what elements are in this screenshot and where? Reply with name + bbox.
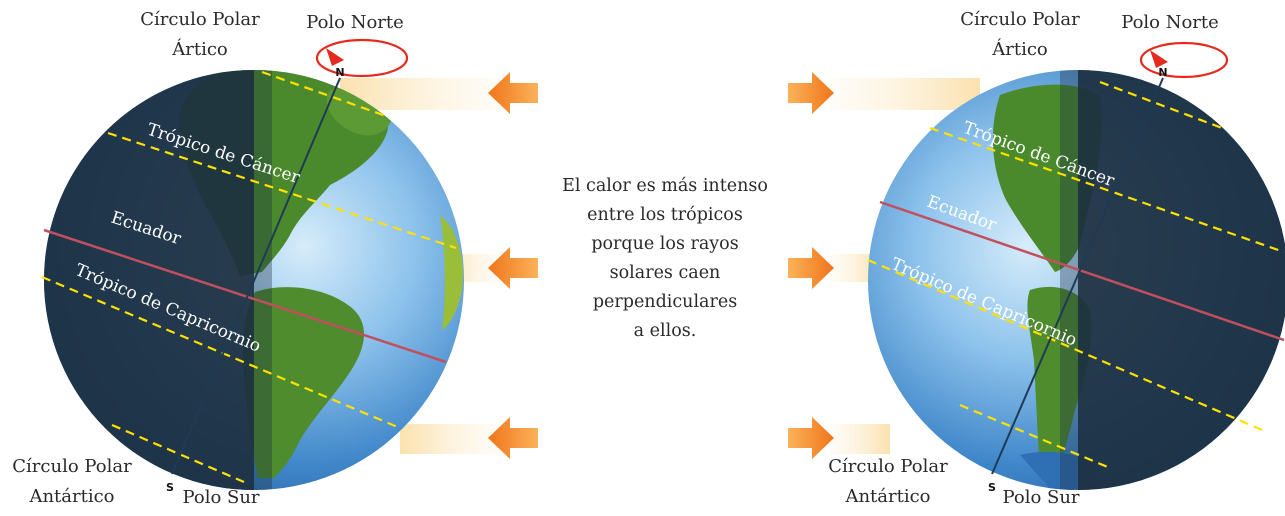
sun-ray-glow-top	[830, 78, 980, 110]
orange-arrow-icon	[488, 247, 538, 289]
arctic-label-line2: Ártico	[992, 39, 1048, 60]
explanation-line: entre los trópicos	[587, 205, 743, 225]
north-america-land	[992, 84, 1102, 272]
right-south-pole-label: Polo Sur	[1002, 487, 1080, 508]
antarctic-circle-line	[959, 403, 1111, 470]
left-south-pole-label: Polo Sur	[182, 487, 260, 508]
right-arctic-circle-label: Círculo Polar Ártico	[950, 5, 1090, 65]
orange-arrow-icon	[488, 417, 538, 459]
right-north-pole-label: Polo Norte	[1121, 12, 1219, 33]
orange-arrow-icon	[788, 72, 834, 114]
antarctic-label-line1: Círculo Polar	[12, 456, 132, 477]
orange-arrow-icon	[788, 417, 834, 459]
explanation-line: solares caen	[609, 263, 721, 283]
right-globe: N S Trópico de Cáncer Ecuador Trópico de…	[788, 41, 1285, 494]
tropic-cancer-line	[929, 126, 1285, 254]
left-antarctic-circle-label: Círculo Polar Antártico	[2, 452, 142, 512]
arctic-label-line1: Círculo Polar	[140, 9, 260, 30]
africa-edge-land	[440, 215, 464, 330]
sun-ray-glow-bottom	[830, 424, 890, 454]
arctic-label-line1: Círculo Polar	[960, 9, 1080, 30]
left-north-pole-label: Polo Norte	[306, 12, 404, 33]
explanation-line: perpendiculares	[592, 292, 738, 312]
north-marker: N	[335, 66, 344, 79]
explanation-line: porque los rayos	[591, 234, 739, 254]
explanation-line: El calor es más intenso	[562, 176, 768, 196]
south-america-land	[242, 287, 364, 478]
earth-axis-line	[171, 77, 341, 475]
orange-arrow-icon	[488, 72, 538, 114]
arctic-circle-line	[1099, 80, 1223, 130]
explanation-line: a ellos.	[633, 321, 697, 341]
arctic-circle-line	[261, 70, 387, 118]
south-america-land	[1027, 286, 1092, 480]
earth-axis-line	[991, 77, 1164, 475]
tropic-capricorn-line	[867, 258, 1263, 432]
left-globe: N S Trópico de Cáncer Ecuador Trópico de…	[41, 38, 538, 494]
explanation-text: El calor es más intenso entre los trópic…	[520, 172, 810, 346]
tropic-cancer-line	[107, 131, 457, 250]
antarctic-label-line2: Antártico	[29, 486, 115, 507]
equator-line	[43, 228, 447, 364]
tropic-capricorn-line	[41, 275, 401, 430]
twilight-band	[1060, 70, 1078, 490]
sun-ray-glow-bottom	[400, 424, 500, 454]
right-antarctic-circle-label: Círculo Polar Antártico	[818, 452, 958, 512]
left-arctic-circle-label: Círculo Polar Ártico	[130, 5, 270, 65]
south-marker: S	[166, 481, 174, 494]
curved-rotation-arrow-icon	[315, 38, 409, 78]
equator-line	[879, 200, 1285, 342]
curved-rotation-arrow-icon	[1139, 41, 1229, 79]
orange-arrow-icon	[788, 247, 834, 289]
north-marker: N	[1158, 66, 1167, 79]
antarctic-label-line1: Círculo Polar	[828, 456, 948, 477]
antarctic-label-line2: Antártico	[845, 486, 931, 507]
antarctic-circle-line	[111, 423, 245, 484]
arctic-label-line2: Ártico	[172, 39, 228, 60]
south-marker: S	[988, 481, 996, 494]
